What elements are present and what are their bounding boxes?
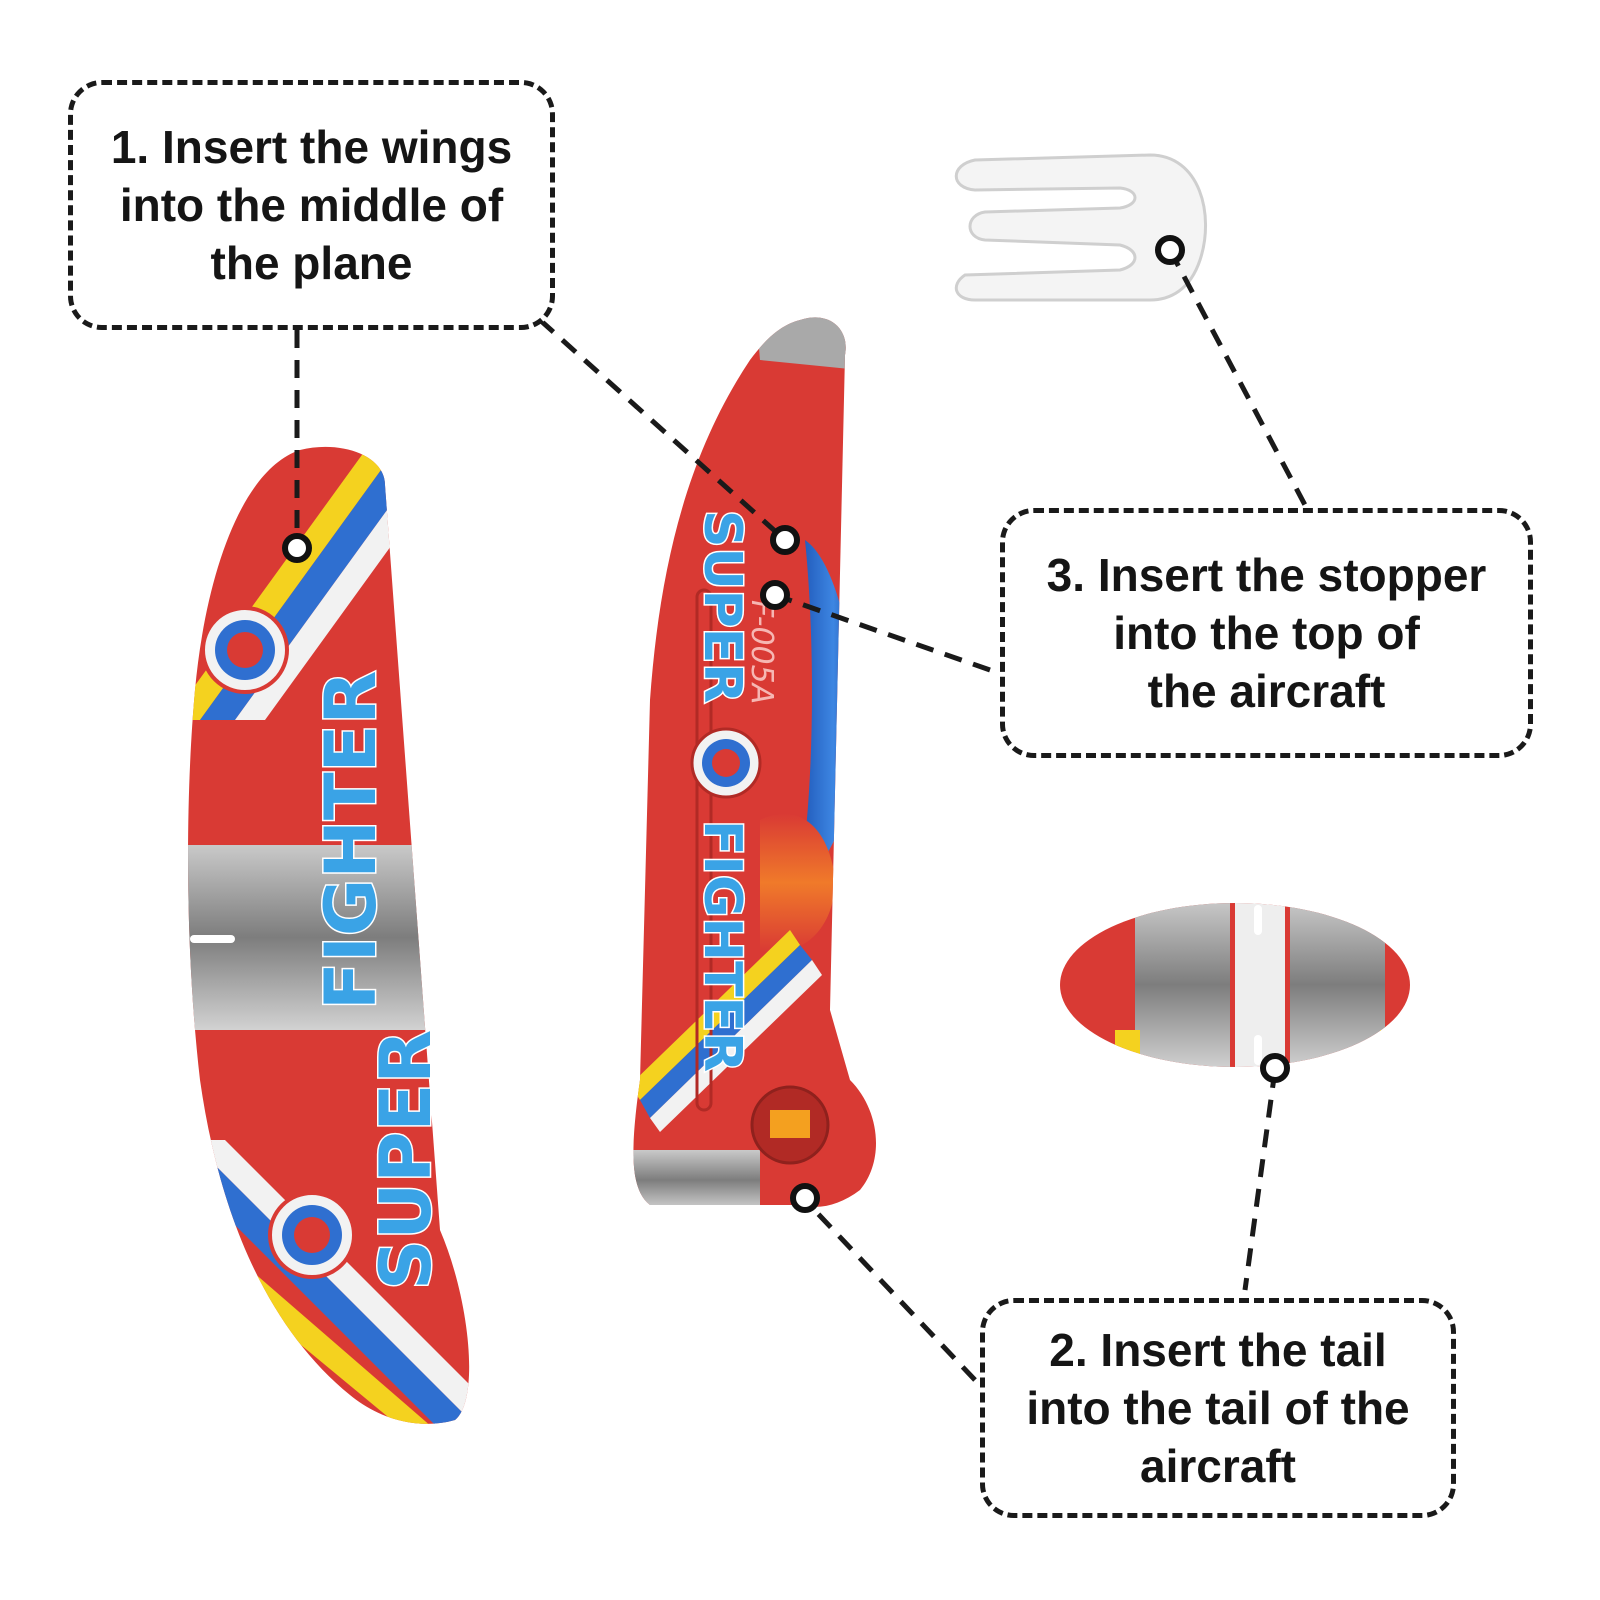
callout-wings-line-3: the plane (210, 237, 413, 289)
callout-tail-line-1: 2. Insert the tail (1049, 1324, 1387, 1376)
wing-label-bottom: SUPER (365, 1030, 447, 1290)
leader-stopper-to-part (1167, 248, 1308, 507)
tail-gray-left (1135, 903, 1230, 1067)
fuselage-label-top: SUPER (692, 510, 752, 703)
callout-tail-line-2: into the tail of the (1026, 1382, 1410, 1434)
wing-slot (190, 935, 235, 943)
wing-stripe-white-bottom (190, 1140, 470, 1424)
fuselage-stripe-blue (640, 945, 812, 1118)
wing-piece: FIGHTER SUPER (188, 446, 470, 1424)
fuselage-glow (760, 813, 835, 952)
leader-stopper-to-fuselage (774, 592, 991, 673)
fuselage-nose (755, 317, 870, 370)
anchor-dot-fuselage-tail (790, 1183, 820, 1213)
tail-slot-top (1254, 905, 1262, 935)
fuselage-stripe-white (650, 960, 822, 1132)
tail-piece (1060, 903, 1410, 1067)
callout-wings-line-2: into the middle of (119, 179, 504, 231)
fuselage-stripe-yellow (633, 930, 800, 1100)
tail-gray-right (1290, 903, 1385, 1067)
anchor-dots (282, 235, 1290, 1213)
leader-wings-to-fuselage (538, 318, 787, 542)
anchor-dot-fuselage-top (770, 525, 800, 555)
callout-tail: 2. Insert the tail into the tail of the … (980, 1298, 1456, 1518)
anchor-dot-stopper (1155, 235, 1185, 265)
callout-wings-line-1: 1. Insert the wings (110, 121, 513, 173)
wing-emblem-bottom (268, 1191, 356, 1279)
fuselage-emblem (690, 727, 762, 799)
callout-stopper: 3. Insert the stopper into the top of th… (1000, 508, 1533, 758)
tail-yellow-right (1380, 1030, 1405, 1060)
wing-emblem-top (201, 606, 289, 694)
tail-slot-bottom (1254, 1035, 1262, 1065)
fuselage-piece: SUPER FIGHTER F-005A (633, 317, 877, 1207)
anchor-dot-tail (1260, 1053, 1290, 1083)
fuselage-label-bottom: FIGHTER (692, 820, 752, 1072)
callout-tail-line-3: aircraft (1140, 1440, 1296, 1492)
leader-tail-to-fuselage (803, 1198, 977, 1382)
stopper-outline (954, 153, 1208, 302)
fuselage-slot (695, 588, 713, 1112)
leader-lines (294, 248, 1308, 1382)
tail-yellow-left (1115, 1030, 1140, 1060)
stopper-piece (954, 153, 1208, 302)
callout-stopper-line-1: 3. Insert the stopper (1046, 549, 1487, 601)
anchor-dot-fuselage-stopper (760, 580, 790, 610)
fuselage-code: F-005A (744, 600, 779, 704)
anchor-dot-wing (282, 533, 312, 563)
fuselage-tail-emblem (750, 1085, 830, 1165)
wing-stripe-blue-bottom (188, 1140, 470, 1424)
wing-label-top: FIGHTER (310, 671, 392, 1010)
callout-stopper-line-3: the aircraft (1147, 665, 1386, 717)
callout-stopper-line-2: into the top of (1113, 607, 1420, 659)
leader-tail-to-part (1242, 1069, 1278, 1291)
fuselage-tail-gray (633, 1150, 760, 1207)
callout-wings: 1. Insert the wings into the middle of t… (68, 80, 555, 330)
